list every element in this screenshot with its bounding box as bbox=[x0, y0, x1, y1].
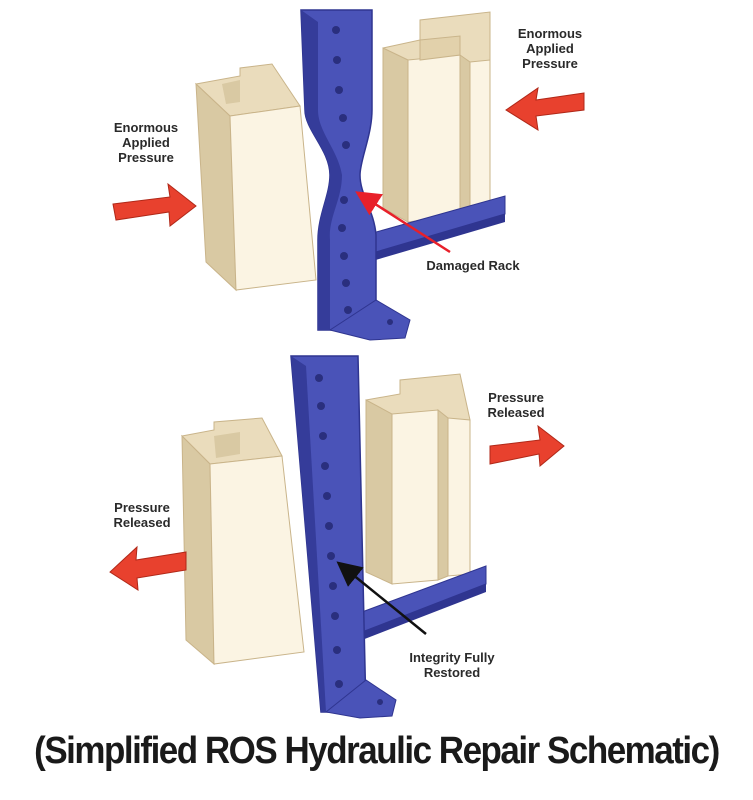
right-block-top bbox=[382, 11, 491, 223]
bottom-right-pressure-label: Pressure Released bbox=[487, 390, 545, 420]
left-block-bottom bbox=[180, 417, 305, 666]
arrow-right-icon bbox=[489, 424, 565, 467]
bottom-panel bbox=[109, 355, 565, 719]
arrow-left-icon bbox=[109, 545, 187, 591]
bottom-left-pressure-label: Pressure Released bbox=[113, 500, 171, 530]
top-left-pressure-label: Enormous Applied Pressure bbox=[113, 120, 179, 165]
right-block-bottom bbox=[365, 373, 471, 585]
restored-callout-arrow bbox=[336, 561, 427, 635]
damaged-upright bbox=[300, 9, 411, 341]
arrow-right-icon bbox=[112, 182, 197, 227]
damaged-rack-label: Damaged Rack bbox=[426, 258, 520, 273]
schematic-caption: (Simplified ROS Hydraulic Repair Schemat… bbox=[34, 730, 720, 772]
restored-upright bbox=[290, 355, 397, 719]
top-right-pressure-label: Enormous Applied Pressure bbox=[517, 26, 583, 71]
arrow-left-icon bbox=[505, 86, 585, 131]
left-block-top bbox=[194, 63, 317, 292]
integrity-restored-label: Integrity Fully Restored bbox=[409, 650, 495, 680]
damaged-callout-arrow bbox=[355, 191, 451, 254]
top-panel bbox=[112, 9, 585, 341]
